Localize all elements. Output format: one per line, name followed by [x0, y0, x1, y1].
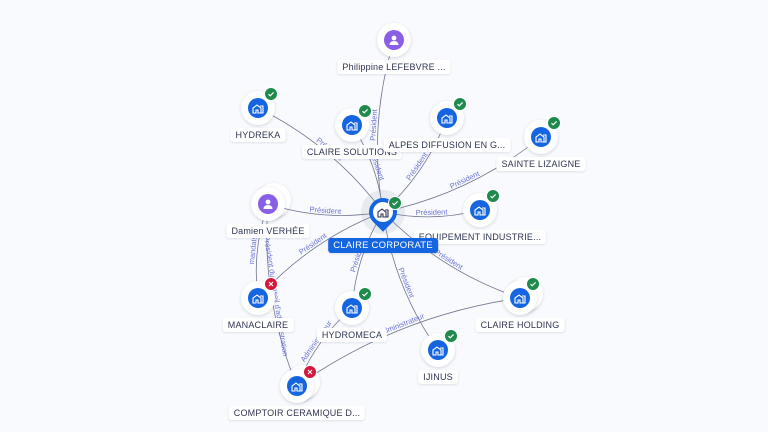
- node-circle[interactable]: [335, 287, 372, 325]
- node-circle[interactable]: [280, 365, 320, 403]
- active-status-icon: [358, 287, 372, 301]
- node-circle[interactable]: [430, 97, 467, 135]
- edge-label: Président: [416, 207, 449, 217]
- company-icon: [510, 288, 530, 308]
- edge-label: Président: [396, 266, 416, 300]
- active-status-icon: [358, 104, 372, 118]
- company-icon: [248, 98, 268, 118]
- node-label[interactable]: EQUIPEMENT INDUSTRIE...: [413, 230, 547, 244]
- center-label[interactable]: CLAIRE CORPORATE: [328, 238, 438, 253]
- node-circle[interactable]: [241, 87, 278, 125]
- active-status-icon: [526, 277, 540, 291]
- node-label[interactable]: HYDREKA: [230, 128, 286, 142]
- company-icon: [437, 108, 457, 128]
- company-icon: [531, 127, 551, 147]
- company-icon: [373, 202, 393, 222]
- node-label[interactable]: COMPTOIR CERAMIQUE D...: [228, 406, 366, 420]
- edge-line: [382, 136, 542, 213]
- active-status-icon: [486, 189, 500, 203]
- active-status-icon: [453, 97, 467, 111]
- company-icon: [428, 340, 448, 360]
- company-icon: [248, 288, 268, 308]
- edge-label: Président: [404, 150, 430, 182]
- closed-status-icon: [264, 277, 278, 291]
- edge-label: Président: [309, 205, 342, 216]
- active-status-icon: [547, 116, 561, 130]
- company-icon: [470, 200, 490, 220]
- company-icon: [342, 115, 362, 135]
- edge-label: Président: [368, 108, 379, 141]
- node-circle[interactable]: [251, 183, 291, 221]
- active-status-icon: [444, 329, 458, 343]
- node-label[interactable]: MANACLAIRE: [222, 318, 294, 332]
- node-circle[interactable]: [524, 116, 561, 154]
- node-circle[interactable]: [377, 23, 411, 57]
- node-label[interactable]: Philippine LEFEBVRE ...: [337, 60, 451, 74]
- node-circle[interactable]: [241, 277, 278, 315]
- edge-line: [382, 211, 521, 299]
- node-label[interactable]: HYDROMECA: [316, 328, 388, 342]
- active-status-icon: [264, 87, 278, 101]
- node-label[interactable]: CLAIRE SOLUTIONS: [301, 145, 403, 159]
- node-label[interactable]: CLAIRE HOLDING: [475, 318, 565, 332]
- node-circle[interactable]: [463, 189, 500, 227]
- node-label[interactable]: IJINUS: [418, 370, 458, 384]
- node-circle[interactable]: [421, 329, 458, 367]
- person-icon: [258, 194, 278, 214]
- node-circle[interactable]: [335, 104, 372, 142]
- node-label[interactable]: SAINTE LIZAIGNE: [496, 157, 586, 171]
- company-icon: [287, 376, 307, 396]
- person-icon: [384, 30, 404, 50]
- node-label[interactable]: Damien VERHÉE: [226, 224, 310, 238]
- active-status-icon: [388, 196, 402, 210]
- closed-status-icon: [303, 365, 317, 379]
- node-label[interactable]: ALPES DIFFUSION EN G...: [383, 138, 511, 152]
- company-icon: [342, 298, 362, 318]
- edge-line: [296, 297, 521, 387]
- edge-label: Président: [448, 169, 481, 191]
- node-circle[interactable]: [503, 277, 543, 315]
- edge-label: mandats: [247, 235, 259, 265]
